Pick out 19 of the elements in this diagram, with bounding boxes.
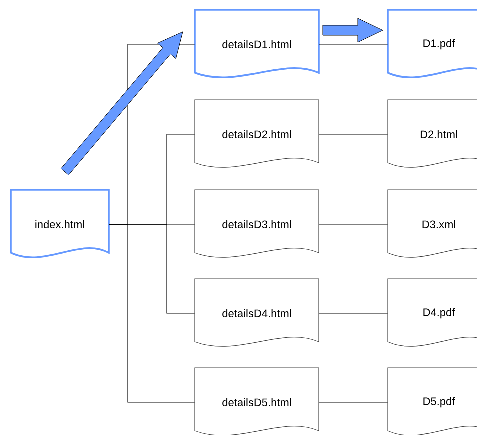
connector-line	[318, 313, 388, 314]
block-arrow	[322, 18, 384, 43]
document-shape: detailsD5.html	[194, 368, 320, 435]
block-arrow	[60, 32, 184, 176]
connector-line	[108, 224, 196, 403]
connector-line	[318, 134, 388, 135]
document-shape: detailsD3.html	[194, 190, 320, 258]
document-shape: detailsD2.html	[194, 100, 320, 168]
connector-line	[318, 402, 388, 403]
connector-line	[318, 224, 388, 225]
document-shape: D5.pdf	[388, 368, 477, 435]
document-shape: index.html	[10, 189, 110, 258]
connector-line	[318, 44, 388, 45]
document-shape: D2.html	[388, 100, 477, 168]
document-shape: D3.xml	[388, 190, 477, 258]
document-shape: detailsD1.html	[194, 9, 320, 78]
document-shape: detailsD4.html	[194, 278, 320, 347]
document-shape: D1.pdf	[387, 9, 477, 78]
document-shape: D4.pdf	[388, 278, 477, 347]
